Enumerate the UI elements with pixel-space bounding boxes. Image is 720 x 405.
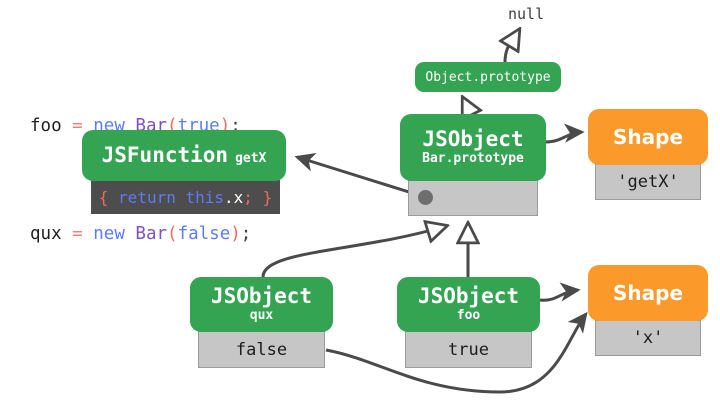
code-paren-close: ) xyxy=(219,116,231,136)
code-brace-close: } xyxy=(262,187,273,207)
code-semicolon: ; xyxy=(230,116,241,136)
code-operator: = xyxy=(72,224,83,244)
slot-dot-icon xyxy=(418,190,433,205)
code-semicolon: ; xyxy=(243,187,253,207)
object-prototype-label: Object.prototype xyxy=(425,69,551,85)
foo-header[interactable]: JSObject foo xyxy=(397,277,540,332)
edge-barprototype-to-objectprototype xyxy=(463,98,474,114)
foo-title: JSObject xyxy=(417,284,520,309)
shape-getx-title: Shape xyxy=(612,125,684,149)
code-keyword-new: new xyxy=(93,224,125,244)
foo-value: true xyxy=(405,331,532,368)
shape-x-header[interactable]: Shape xyxy=(588,265,708,321)
node-object-prototype[interactable]: Object.prototype xyxy=(415,62,561,92)
edge-objectprototype-to-null xyxy=(505,30,519,63)
code-property: x xyxy=(233,187,244,207)
bar-prototype-subtitle: Bar.prototype xyxy=(422,151,524,167)
code-keyword-this: this xyxy=(185,187,225,207)
null-label: null xyxy=(508,5,545,23)
jsfunction-title: JSFunction xyxy=(101,143,229,168)
jsfunction-subtitle: getX xyxy=(235,151,267,167)
bar-prototype-title: JSObject xyxy=(422,127,524,152)
code-brace-open: { xyxy=(98,187,109,207)
edge-qux-to-barprototype xyxy=(261,226,446,278)
code-boolean-arg: false xyxy=(177,224,231,244)
jsfunction-header[interactable]: JSFunction getX xyxy=(82,130,286,181)
shape-getx-header[interactable]: Shape xyxy=(588,109,708,165)
code-operator: = xyxy=(72,116,83,136)
bar-prototype-header[interactable]: JSObject Bar.prototype xyxy=(400,114,546,181)
code-line-2: qux = new Bar(false); xyxy=(30,216,251,252)
code-paren-close: ) xyxy=(230,224,241,244)
qux-header[interactable]: JSObject qux xyxy=(190,277,333,332)
edge-barprototype-to-shape-getx xyxy=(545,123,585,144)
foo-subtitle: foo xyxy=(456,308,481,324)
code-paren-open: ( xyxy=(167,116,178,136)
shape-x-title: Shape xyxy=(612,281,684,305)
qux-value: false xyxy=(198,331,325,368)
code-semicolon: ; xyxy=(240,224,252,244)
code-paren-open: ( xyxy=(167,224,178,244)
code-keyword-return: return xyxy=(118,187,176,207)
code-dot: . xyxy=(224,187,234,207)
jsfunction-body-code: { return this.x; } xyxy=(91,180,280,214)
code-identifier: qux xyxy=(30,224,62,244)
code-class-name: Bar xyxy=(135,224,168,244)
shape-getx-value: 'getX' xyxy=(595,164,701,200)
qux-title: JSObject xyxy=(210,284,313,309)
edge-foo-to-shape-x xyxy=(539,282,581,302)
code-identifier: foo xyxy=(30,116,62,136)
qux-subtitle: qux xyxy=(249,308,274,324)
shape-x-value: 'x' xyxy=(595,320,701,356)
